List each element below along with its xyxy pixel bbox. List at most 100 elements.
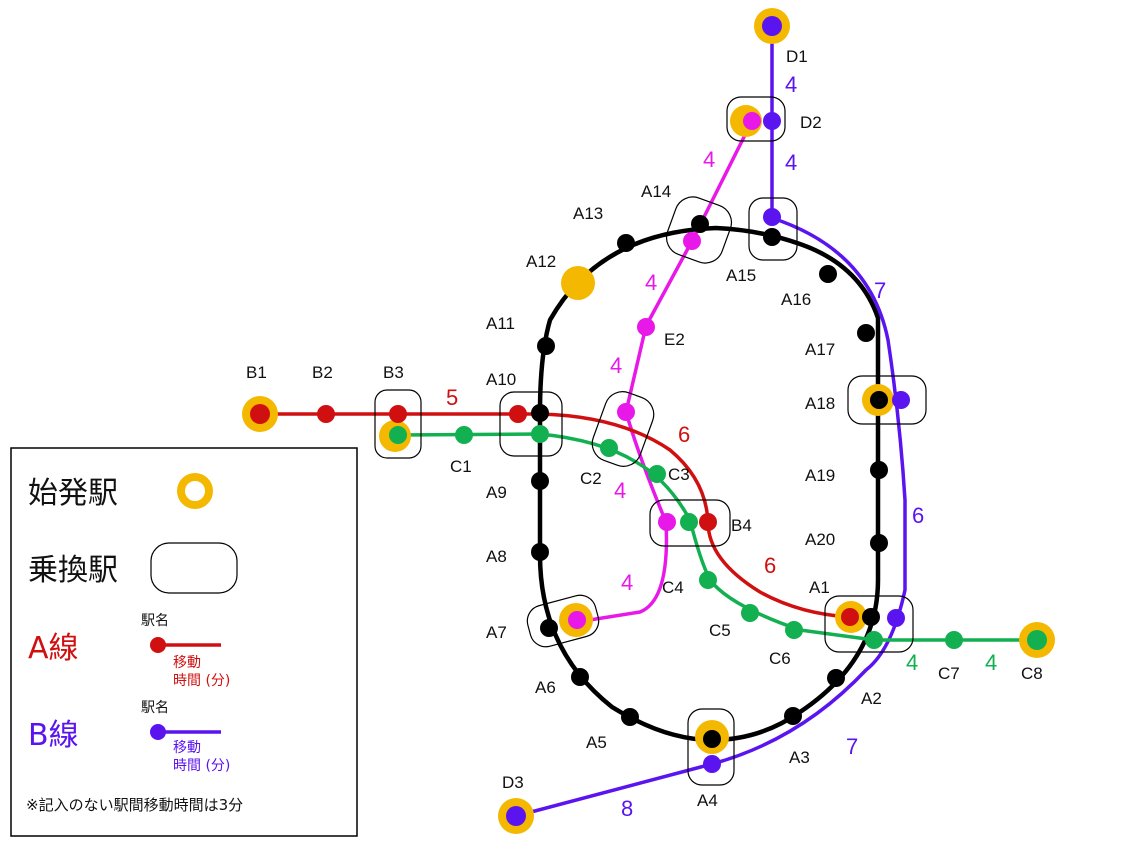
origin-ring-a12 bbox=[561, 266, 595, 300]
station-dot-c8[interactable] bbox=[1027, 630, 1047, 650]
station-dot-a19[interactable] bbox=[870, 461, 888, 479]
legend-line-b-label: B線 bbox=[28, 718, 79, 753]
travel-time-d2-a14: 4 bbox=[703, 147, 715, 172]
travel-time-a10-b4: 6 bbox=[678, 422, 690, 447]
travel-time-a18-a1: 6 bbox=[912, 503, 924, 528]
travel-time-d1-d2: 4 bbox=[785, 72, 797, 97]
station-dot-a16[interactable] bbox=[819, 265, 837, 283]
transfer-box-b3 bbox=[374, 389, 422, 459]
station-dot-a7-e[interactable] bbox=[568, 611, 586, 629]
station-dot-a1-green[interactable] bbox=[865, 631, 883, 649]
legend-line-a-label: A線 bbox=[28, 631, 79, 666]
station-dot-a14[interactable] bbox=[691, 215, 709, 233]
station-dot-b1[interactable] bbox=[250, 404, 270, 424]
transfer-box-a14 bbox=[665, 196, 733, 264]
station-dot-d3[interactable] bbox=[506, 806, 526, 826]
station-label-a6: A6 bbox=[535, 678, 556, 697]
station-dot-a5[interactable] bbox=[621, 708, 639, 726]
station-dot-b3[interactable] bbox=[389, 405, 407, 423]
line-d-path bbox=[514, 24, 907, 818]
legend-line-a-dot bbox=[150, 637, 166, 653]
station-dot-a2[interactable] bbox=[827, 669, 845, 687]
legend-line-a-time-2: 時間 (分) bbox=[173, 673, 230, 689]
station-label-a10: A10 bbox=[486, 370, 516, 389]
station-dot-a20[interactable] bbox=[870, 534, 888, 552]
station-dot-c2[interactable] bbox=[600, 439, 618, 457]
station-label-a9: A9 bbox=[486, 483, 507, 502]
station-label-a18: A18 bbox=[805, 394, 835, 413]
station-dot-e2[interactable] bbox=[637, 318, 655, 336]
station-dot-d1[interactable] bbox=[762, 16, 782, 36]
station-dot-a11[interactable] bbox=[537, 337, 555, 355]
station-dot-a15[interactable] bbox=[763, 228, 781, 246]
station-label-b1: B1 bbox=[246, 363, 267, 382]
station-dot-a10-green[interactable] bbox=[531, 425, 549, 443]
station-dot-a10[interactable] bbox=[531, 404, 549, 422]
transfer-box-a4 bbox=[687, 708, 735, 786]
station-dot-a3[interactable] bbox=[784, 707, 802, 725]
station-dot-a10-red[interactable] bbox=[509, 405, 527, 423]
station-dot-a18-d[interactable] bbox=[892, 391, 910, 409]
station-dots bbox=[250, 16, 1047, 826]
station-dot-a4-d[interactable] bbox=[703, 755, 721, 773]
station-dot-c1[interactable] bbox=[455, 426, 473, 444]
station-dot-c3[interactable] bbox=[648, 465, 666, 483]
station-dot-b4[interactable] bbox=[699, 513, 717, 531]
travel-time-c2-b4: 4 bbox=[614, 478, 626, 503]
station-label-e2: E2 bbox=[664, 330, 685, 349]
station-label-a1: A1 bbox=[809, 578, 830, 597]
station-dot-b3-green[interactable] bbox=[389, 426, 407, 444]
station-label-a8: A8 bbox=[486, 547, 507, 566]
station-dot-a4[interactable] bbox=[703, 730, 721, 748]
station-dot-a17[interactable] bbox=[857, 324, 875, 342]
station-label-a5: A5 bbox=[586, 733, 607, 752]
station-label-c8: C8 bbox=[1021, 664, 1043, 683]
legend-origin-icon bbox=[177, 473, 213, 509]
legend-line-b-station-name: 駅名 bbox=[141, 700, 169, 716]
origin-stations bbox=[242, 8, 1055, 834]
station-dot-d2-e[interactable] bbox=[743, 112, 761, 130]
station-dot-a15-d[interactable] bbox=[763, 208, 781, 226]
station-label-a19: A19 bbox=[805, 466, 835, 485]
station-label-c4: C4 bbox=[662, 578, 684, 597]
station-dot-a8[interactable] bbox=[531, 543, 549, 561]
loop-line-path bbox=[537, 225, 881, 743]
station-dot-c5[interactable] bbox=[741, 604, 759, 622]
travel-time-d2-a15: 4 bbox=[785, 150, 797, 175]
transfer-box-a1 bbox=[824, 595, 914, 653]
station-dot-a1-red[interactable] bbox=[841, 608, 859, 626]
legend-line-b-time-1: 移動 bbox=[173, 740, 201, 756]
station-dot-a6[interactable] bbox=[571, 668, 589, 686]
line-c-path bbox=[396, 432, 1038, 642]
station-dot-b2[interactable] bbox=[317, 405, 335, 423]
station-dot-c6[interactable] bbox=[785, 621, 803, 639]
legend-box bbox=[10, 447, 358, 837]
transfer-box-d2 bbox=[726, 96, 786, 142]
station-dot-d2[interactable] bbox=[763, 112, 781, 130]
travel-time-b3-a10: 5 bbox=[446, 385, 458, 410]
station-dot-b4-green[interactable] bbox=[680, 513, 698, 531]
legend-origin-label: 始発駅 bbox=[28, 476, 118, 511]
station-dot-b4-e[interactable] bbox=[658, 513, 676, 531]
station-dot-c7[interactable] bbox=[945, 631, 963, 649]
station-dot-a18[interactable] bbox=[870, 391, 888, 409]
legend-line-b-dot bbox=[150, 724, 166, 740]
station-label-b2: B2 bbox=[312, 363, 333, 382]
station-dot-a9[interactable] bbox=[531, 472, 549, 490]
station-label-a2: A2 bbox=[861, 689, 882, 708]
station-label-a14: A14 bbox=[641, 182, 671, 201]
station-dot-c2-e[interactable] bbox=[617, 403, 635, 421]
travel-time-e2-c2: 4 bbox=[610, 353, 622, 378]
station-dot-a7[interactable] bbox=[540, 619, 558, 637]
station-dot-a13[interactable] bbox=[617, 234, 635, 252]
station-dot-a14-e[interactable] bbox=[683, 232, 701, 250]
transfer-box-a10 bbox=[499, 391, 563, 457]
station-label-b3: B3 bbox=[383, 363, 404, 382]
station-dot-a1[interactable] bbox=[862, 608, 880, 626]
station-dot-c4[interactable] bbox=[699, 571, 717, 589]
station-dot-a1-d[interactable] bbox=[887, 609, 905, 627]
legend-note: ※記入のない駅間移動時間は3分 bbox=[26, 796, 243, 814]
transfer-box-a7 bbox=[526, 594, 600, 648]
station-label-a12: A12 bbox=[526, 252, 556, 271]
